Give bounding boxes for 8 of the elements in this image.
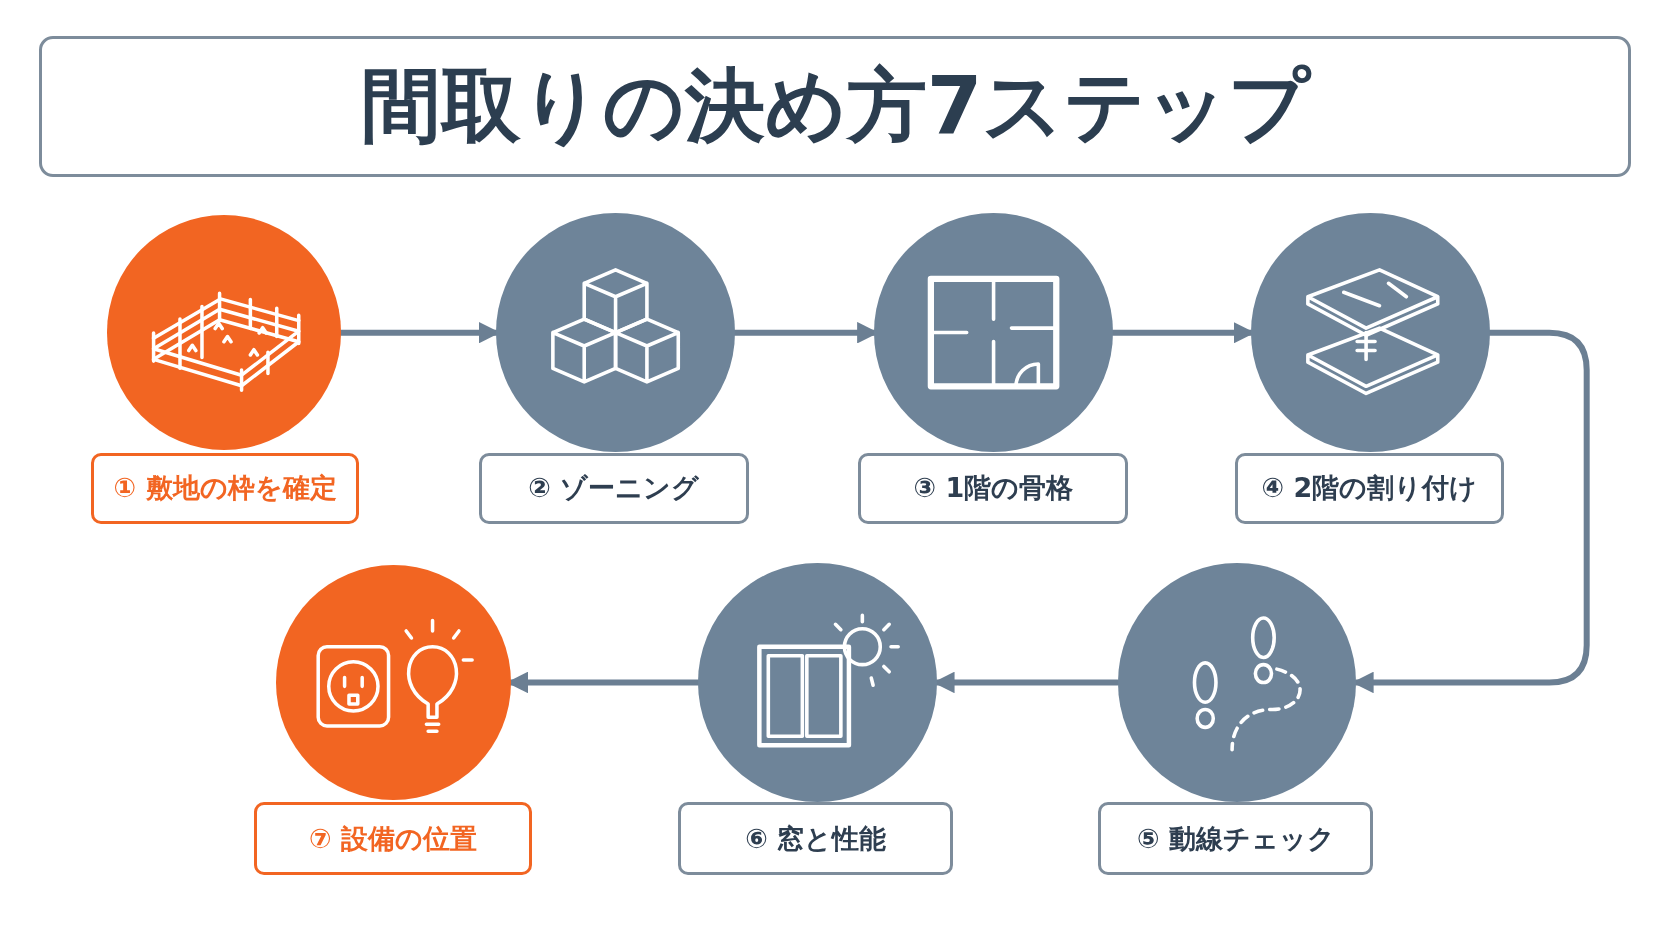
step-label-box: ⑦ 設備の位置 — [253, 801, 533, 876]
step-label-box: ⑥ 窓と性能 — [678, 801, 954, 876]
step-label-box: ③ 1階の骨格 — [858, 453, 1129, 524]
step-label-box: ② ゾーニング — [478, 453, 749, 524]
title: 間取りの決め方7ステップ — [359, 57, 1313, 154]
step-label-box: ④ 2階の割り付け — [1234, 453, 1504, 524]
step-label-box: ⑤ 動線チェック — [1098, 801, 1374, 876]
step-label-box: ① 敷地の枠を確定 — [90, 453, 360, 524]
